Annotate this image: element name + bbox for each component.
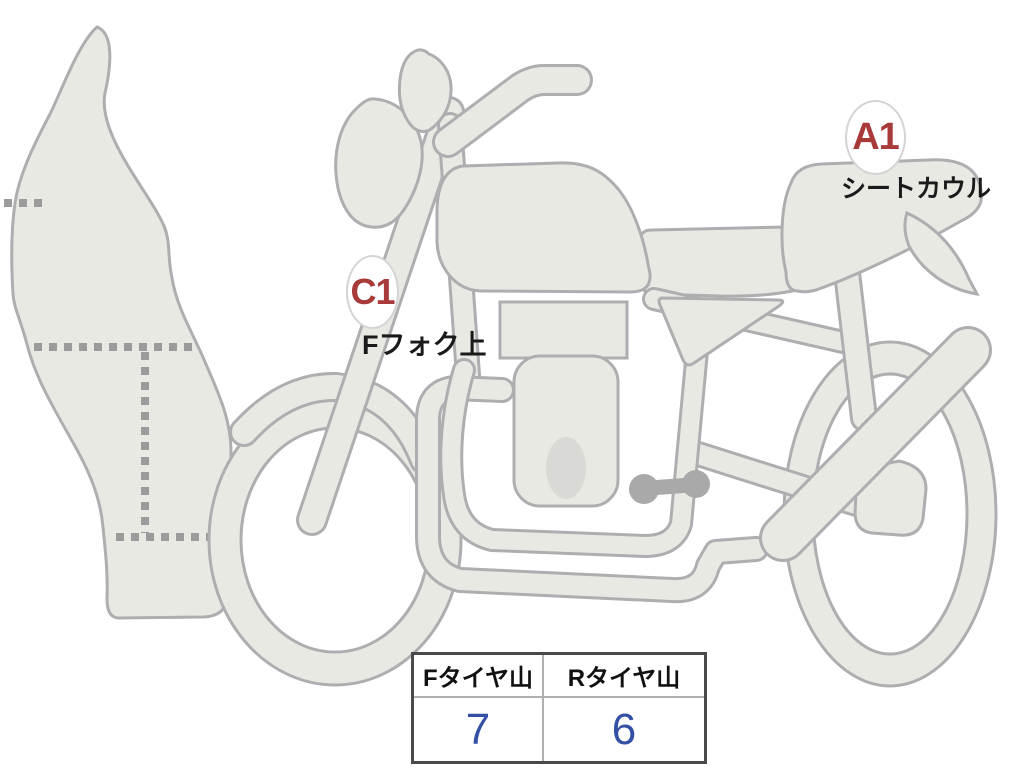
- damage-marker-c1-label: Fフォク上: [362, 330, 487, 360]
- speedometer: [397, 48, 453, 133]
- panel-seam-dotted-lines: [4, 199, 238, 541]
- scooter-body-outline: [4, 25, 238, 620]
- handlebar: [432, 64, 593, 158]
- seat-cowl: [780, 158, 983, 294]
- fuel-tank: [435, 161, 652, 294]
- frame-cradle: [439, 328, 710, 558]
- front-tire-tread-value: 7: [411, 696, 544, 764]
- exhaust-pipe: [415, 375, 769, 604]
- rear-shock: [832, 250, 878, 432]
- tire-tread-table: Fタイヤ山 Rタイヤ山 7 6: [411, 652, 707, 764]
- headlight: [334, 97, 424, 229]
- rear-tire-tread-header: Rタイヤ山: [542, 652, 707, 698]
- damage-marker-c1-code: C1: [350, 271, 395, 312]
- damage-marker-a1[interactable]: A1: [845, 100, 906, 175]
- muffler: [759, 326, 992, 562]
- airbox: [498, 300, 629, 360]
- seat: [639, 225, 803, 298]
- damage-marker-a1-code: A1: [852, 116, 900, 158]
- side-cover: [657, 296, 785, 367]
- engine-case: [512, 354, 620, 508]
- damage-marker-a1-label: シートカウル: [841, 175, 992, 203]
- crankcase-cover: [546, 437, 586, 499]
- footpeg: [629, 470, 710, 504]
- front-fender: [229, 372, 439, 475]
- front-tire-tread-header: Fタイヤ山: [411, 652, 544, 698]
- damage-marker-c1[interactable]: C1: [346, 255, 399, 329]
- engine: [498, 300, 629, 508]
- tail-fender: [903, 210, 980, 296]
- rear-tire-tread-value: 6: [542, 696, 707, 764]
